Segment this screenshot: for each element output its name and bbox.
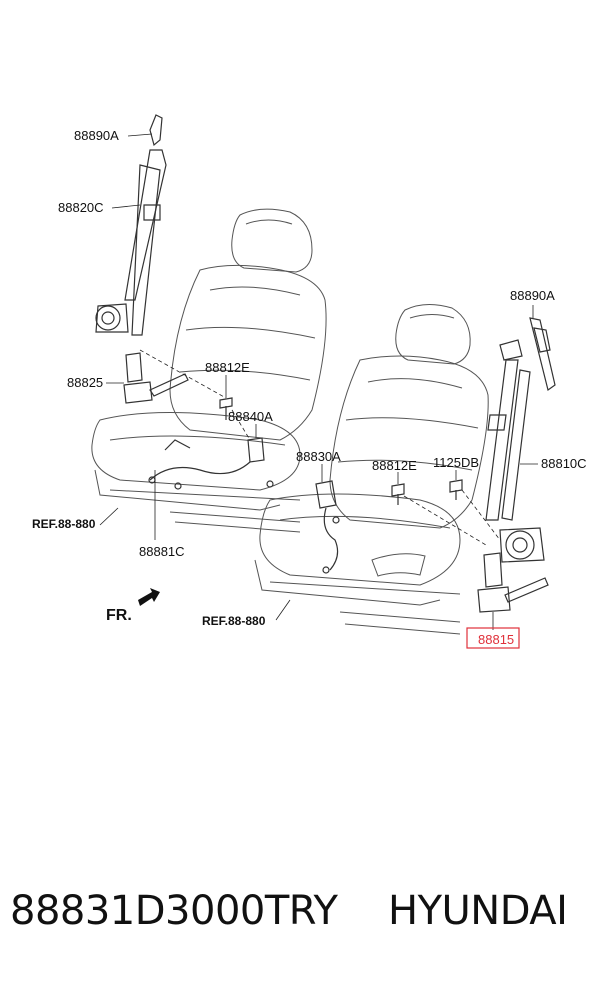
leader-lines <box>99 133 538 630</box>
part-number: 88831D3000TRY <box>10 888 338 934</box>
label-88890a-right: 88890A <box>510 288 555 303</box>
label-88825: 88825 <box>67 375 103 390</box>
left-seat-belt <box>95 114 274 490</box>
right-seat <box>254 304 489 635</box>
front-arrow-icon <box>138 588 160 606</box>
label-1125db: 1125DB <box>433 455 479 470</box>
left-seat <box>91 208 327 533</box>
label-88812e-right: 88812E <box>372 458 417 473</box>
label-88812e-left: 88812E <box>205 360 250 375</box>
label-88830a: 88830A <box>296 449 341 464</box>
label-front: FR. <box>106 607 132 624</box>
reference-lines <box>139 349 501 546</box>
footer: 88831D3000TRY HYUNDAI <box>0 880 600 950</box>
highlight-box <box>466 627 520 649</box>
label-ref-right: REF.88-880 <box>202 614 266 628</box>
label-88815: 88815 <box>478 632 514 647</box>
label-ref-left: REF.88-880 <box>32 517 96 531</box>
label-88820c: 88820C <box>58 200 104 215</box>
brand-name: HYUNDAI <box>388 888 568 934</box>
label-88810c: 88810C <box>541 456 587 471</box>
label-88840a: 88840A <box>228 409 273 424</box>
label-88890a-left: 88890A <box>74 128 119 143</box>
seat-belt-diagram: 88890A 88820C 88825 88812E 88840A 88881C… <box>32 114 587 649</box>
right-seat-belt <box>315 317 556 613</box>
label-88881c: 88881C <box>139 544 185 559</box>
